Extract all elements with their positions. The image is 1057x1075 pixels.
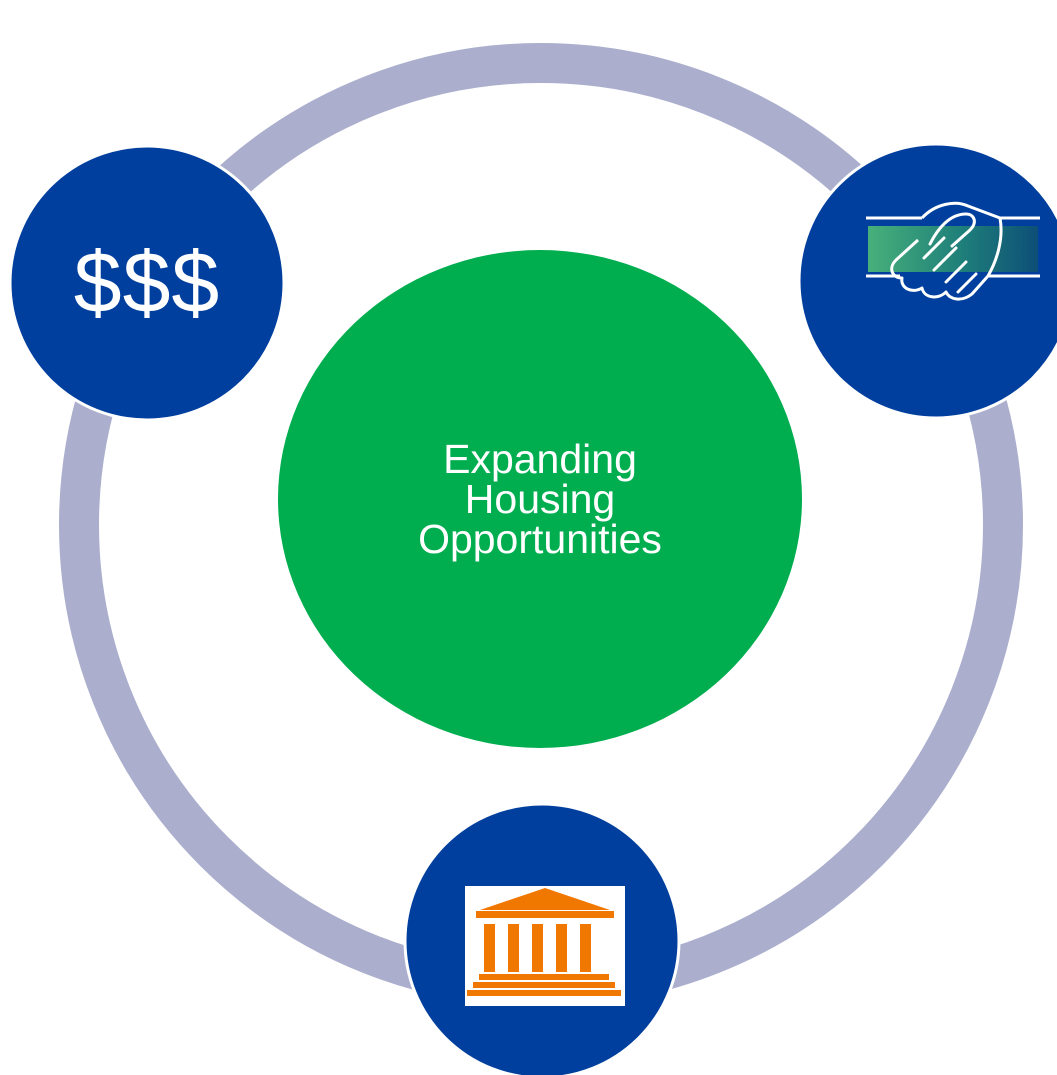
government-building-icon — [465, 886, 625, 1006]
center-title-line-3: Opportunities — [418, 516, 662, 562]
handshake-icon — [866, 201, 1040, 301]
center-title-line-2: Housing — [464, 476, 616, 522]
money-node — [8, 144, 286, 422]
money-label: $$$ — [73, 234, 221, 331]
government-node — [403, 802, 681, 1075]
center-title: Expanding Housing Opportunities — [278, 252, 802, 746]
partnership-node — [797, 142, 1057, 420]
center-title-line-1: Expanding — [443, 436, 637, 482]
center-circle — [278, 250, 802, 748]
